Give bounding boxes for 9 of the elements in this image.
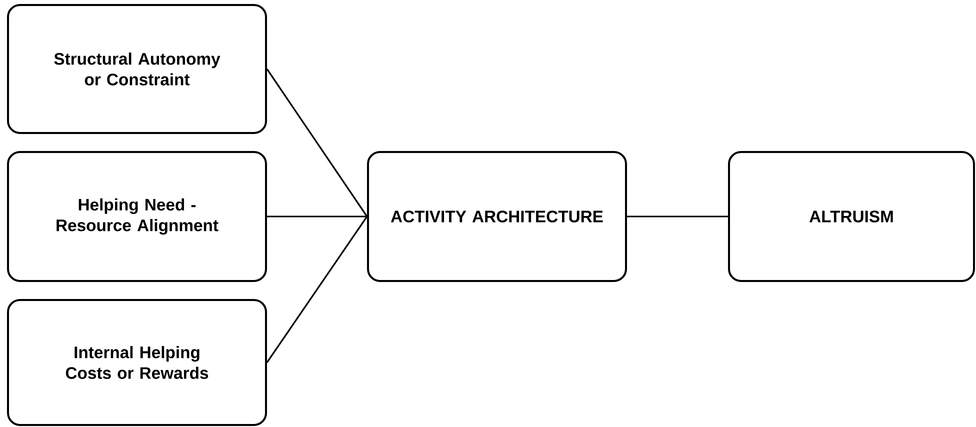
process-box: Helping Need - Resource Alignment xyxy=(7,151,267,282)
process-box: Structural Autonomy or Constraint xyxy=(7,4,267,134)
connector-line xyxy=(627,216,728,218)
process-box: Internal Helping Costs or Rewards xyxy=(7,299,267,426)
process-box: ALTRUISM xyxy=(728,151,975,282)
process-box: ACTIVITY ARCHITECTURE xyxy=(367,151,627,282)
connector-line xyxy=(266,68,368,217)
connector-line xyxy=(266,216,368,363)
connector-line xyxy=(267,216,367,218)
